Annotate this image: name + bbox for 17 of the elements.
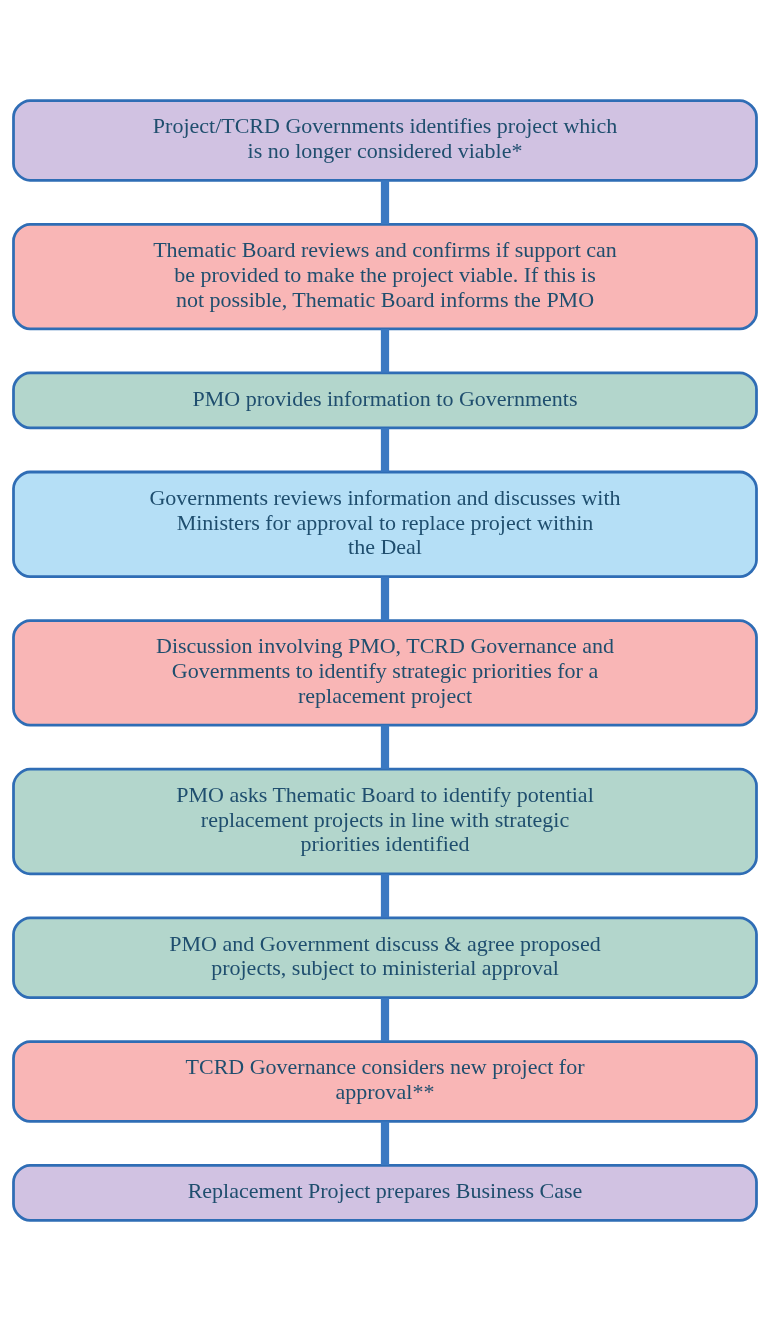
node-box: Project/TCRD Governments identifies project which is no longer considered viable* bbox=[12, 99, 758, 182]
connector bbox=[380, 725, 390, 769]
node-box: PMO and Government discuss & agree proposed projects, subject to ministerial approval bbox=[12, 916, 758, 999]
connector bbox=[380, 576, 390, 621]
node-box: TCRD Governance considers new project for approval** bbox=[12, 1040, 758, 1123]
node-box: PMO provides information to Governments bbox=[12, 371, 758, 430]
connector bbox=[380, 874, 390, 918]
node-box: Thematic Board reviews and confirms if support can be provided to make the project viable. If this is not possible, Thematic Board informs the PMO bbox=[12, 222, 758, 331]
node-box: Replacement Project prepares Business Case bbox=[12, 1164, 758, 1222]
connector bbox=[380, 180, 390, 225]
connector bbox=[380, 998, 390, 1042]
node-box: Discussion involving PMO, TCRD Governance and Governments to identify strategic priorities for a replacement project bbox=[12, 619, 758, 727]
node-box: PMO asks Thematic Board to identify potential replacement projects in line with strategic priorities identified bbox=[12, 767, 758, 876]
node-box: Governments reviews information and discusses with Ministers for approval to replace project within the Deal bbox=[12, 470, 758, 578]
connector bbox=[380, 329, 390, 373]
connector bbox=[380, 428, 390, 472]
connector bbox=[380, 1121, 390, 1165]
